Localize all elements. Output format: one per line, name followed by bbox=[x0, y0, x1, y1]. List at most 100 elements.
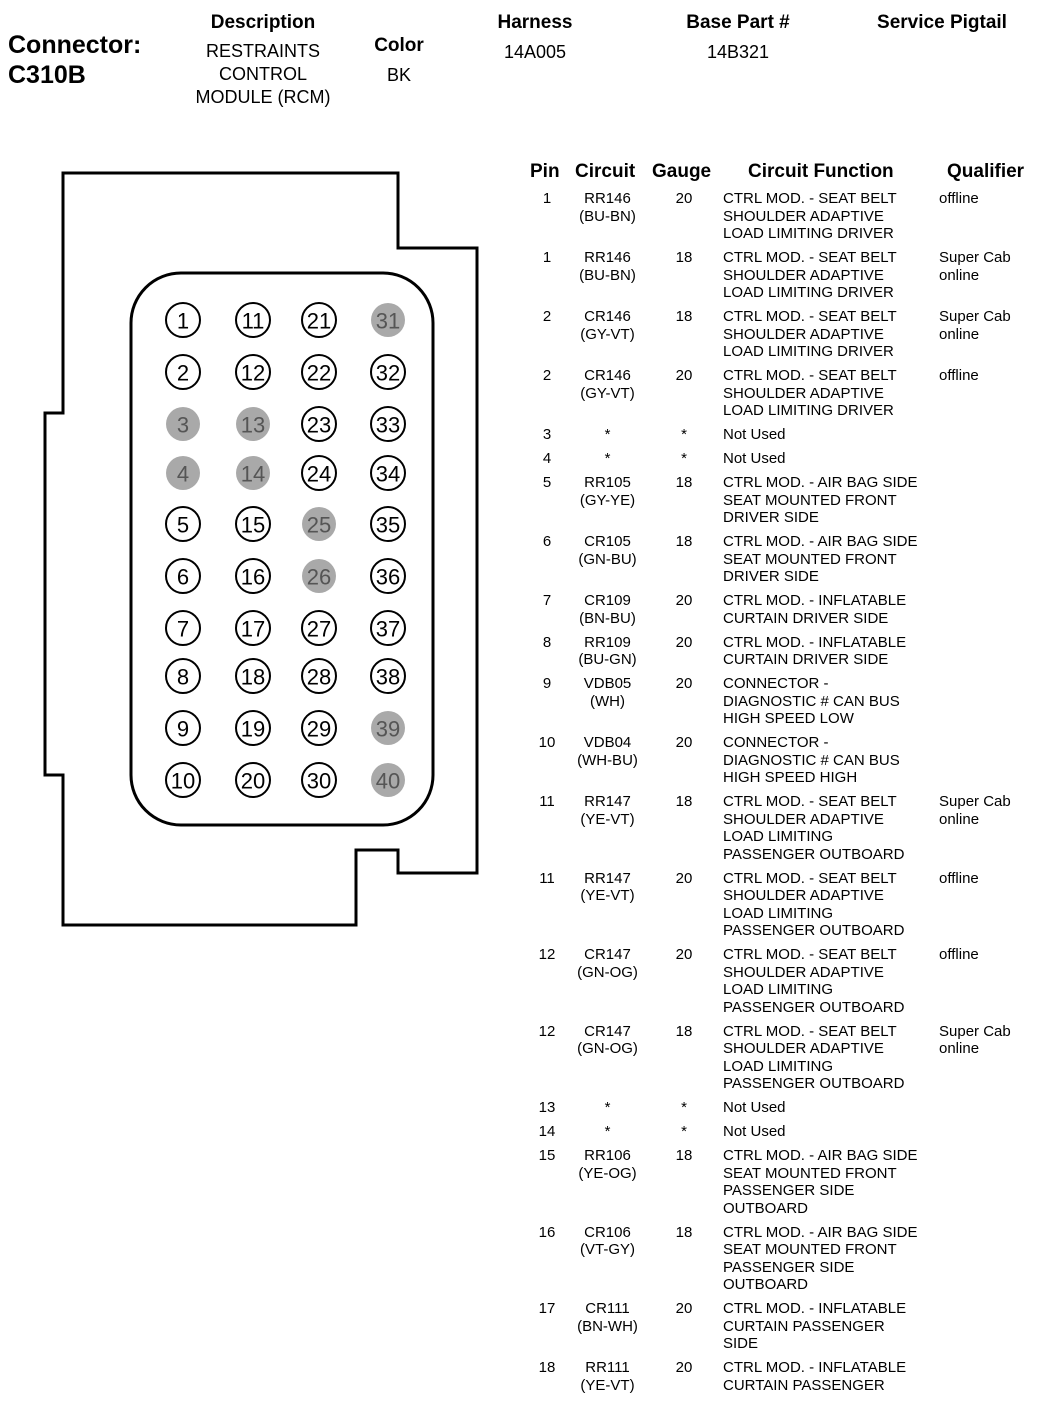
qualifier-cell: Super Cab online bbox=[939, 249, 1011, 284]
gauge-cell: 18 bbox=[675, 474, 693, 491]
pin-18-cavity bbox=[235, 658, 271, 694]
pin-37-label: 37 bbox=[376, 617, 400, 642]
pin-cell: 1 bbox=[542, 249, 552, 266]
function-column-header: Circuit Function bbox=[748, 161, 894, 182]
function-cell: CTRL MOD. - SEAT BELT SHOULDER ADAPTIVE … bbox=[723, 190, 897, 242]
pin-31-label: 31 bbox=[376, 309, 400, 334]
pin-22-label: 22 bbox=[307, 361, 331, 386]
base-part-value: 14B321 bbox=[706, 42, 770, 62]
pin-7-label: 7 bbox=[177, 617, 189, 642]
pin-cell: 16 bbox=[538, 1223, 556, 1241]
circuit-cell: RR146 (BU-BN) bbox=[579, 190, 636, 225]
pin-25-cavity bbox=[302, 507, 336, 541]
function-cell: CTRL MOD. - SEAT BELT SHOULDER ADAPTIVE … bbox=[723, 946, 905, 1016]
circuit-cell: CR105 (GN-BU) bbox=[578, 533, 637, 568]
pin-30-cavity bbox=[301, 762, 337, 798]
gauge-cell: 20 bbox=[675, 367, 693, 384]
pin-22-cavity bbox=[301, 354, 337, 390]
pin-35-cavity bbox=[370, 506, 406, 542]
pin-13-label: 13 bbox=[241, 413, 265, 438]
function-cell: CTRL MOD. - AIR BAG SIDE SEAT MOUNTED FR… bbox=[723, 1223, 918, 1294]
circuit-cell: CR111 (BN-WH) bbox=[577, 1300, 638, 1335]
function-cell: CTRL MOD. - AIR BAG SIDE SEAT MOUNTED FR… bbox=[723, 474, 918, 526]
function-cell: Not Used bbox=[723, 450, 786, 467]
pin-26-cavity bbox=[302, 559, 336, 593]
table-row: 4**Not Used bbox=[522, 450, 1042, 474]
circuit-cell: CR106 (VT-GY) bbox=[580, 1223, 635, 1259]
pin-33-label: 33 bbox=[376, 413, 400, 438]
pin-27-cavity bbox=[301, 610, 337, 646]
pin-9-cavity bbox=[165, 710, 201, 746]
service-pigtail-heading: Service Pigtail bbox=[877, 12, 1007, 33]
function-cell: CTRL MOD. - SEAT BELT SHOULDER ADAPTIVE … bbox=[723, 308, 897, 360]
function-cell: CTRL MOD. - INFLATABLE CURTAIN DRIVER SI… bbox=[723, 633, 907, 669]
circuit-cell: * bbox=[604, 426, 611, 443]
connector-title: Connector: C310B bbox=[8, 30, 141, 90]
circuit-cell: CR147 (GN-OG) bbox=[577, 946, 638, 981]
pin-19-cavity bbox=[235, 710, 271, 746]
pin-24-label: 24 bbox=[307, 462, 331, 487]
pin-5-cavity bbox=[165, 506, 201, 542]
pin-3-label: 3 bbox=[177, 413, 189, 438]
circuit-cell: RR147 (YE-VT) bbox=[580, 869, 635, 905]
pin-14-label: 14 bbox=[241, 462, 265, 487]
gauge-cell: 20 bbox=[675, 190, 693, 207]
qualifier-cell: offline bbox=[939, 869, 979, 887]
gauge-cell: * bbox=[681, 1099, 687, 1116]
pin-cell: 9 bbox=[542, 675, 552, 692]
pin-14-cavity bbox=[236, 456, 270, 490]
gauge-cell: 20 bbox=[675, 869, 693, 887]
pin-2-label: 2 bbox=[177, 361, 189, 386]
circuit-cell: CR109 (BN-BU) bbox=[579, 592, 636, 627]
function-cell: Not Used bbox=[723, 426, 786, 443]
pin-18-label: 18 bbox=[241, 665, 265, 690]
pin-5-label: 5 bbox=[177, 513, 189, 538]
color-value: BK bbox=[386, 65, 411, 85]
pin-cell: 4 bbox=[542, 450, 552, 467]
gauge-column-header: Gauge bbox=[652, 161, 712, 182]
circuit-cell: RR146 (BU-BN) bbox=[579, 249, 636, 284]
pin-37-cavity bbox=[370, 610, 406, 646]
gauge-cell: 18 bbox=[675, 1022, 693, 1040]
circuit-cell: VDB05 (WH) bbox=[583, 675, 632, 710]
gauge-cell: 20 bbox=[675, 592, 693, 609]
pin-23-cavity bbox=[301, 406, 337, 442]
connector-housing-outline bbox=[43, 171, 479, 927]
pin-23-label: 23 bbox=[307, 413, 331, 438]
pin-38-cavity bbox=[370, 658, 406, 694]
pin-1-cavity bbox=[165, 302, 201, 338]
pin-24-cavity bbox=[301, 455, 337, 491]
pin-40-label: 40 bbox=[376, 769, 400, 794]
qualifier-column-header: Qualifier bbox=[947, 161, 1025, 182]
circuit-cell: RR109 (BU-GN) bbox=[578, 633, 637, 669]
table-row: 14**Not Used bbox=[522, 1123, 1042, 1147]
pin-20-label: 20 bbox=[241, 769, 265, 794]
pin-29-label: 29 bbox=[307, 717, 331, 742]
pin-17-cavity bbox=[235, 610, 271, 646]
pin-20-cavity bbox=[235, 762, 271, 798]
pin-grid: 1234567891011121314151617181920212223242… bbox=[165, 302, 406, 798]
pin-21-cavity bbox=[301, 302, 337, 338]
pin-cell: 5 bbox=[542, 474, 552, 491]
description-value: RESTRAINTS CONTROL MODULE (RCM) bbox=[163, 40, 363, 109]
pin-32-cavity bbox=[370, 354, 406, 390]
pin-15-label: 15 bbox=[241, 513, 265, 538]
pin-35-label: 35 bbox=[376, 513, 400, 538]
gauge-cell: * bbox=[681, 1123, 687, 1140]
function-cell: CTRL MOD. - SEAT BELT SHOULDER ADAPTIVE … bbox=[723, 793, 905, 863]
pin-15-cavity bbox=[235, 506, 271, 542]
qualifier-cell: offline bbox=[939, 367, 979, 384]
pin-cell: 12 bbox=[538, 1022, 556, 1040]
pin-6-label: 6 bbox=[177, 565, 189, 590]
pin-cell: 17 bbox=[538, 1300, 556, 1317]
pin-10-cavity bbox=[165, 762, 201, 798]
pin-27-label: 27 bbox=[307, 617, 331, 642]
pin-cell: 12 bbox=[538, 946, 556, 963]
